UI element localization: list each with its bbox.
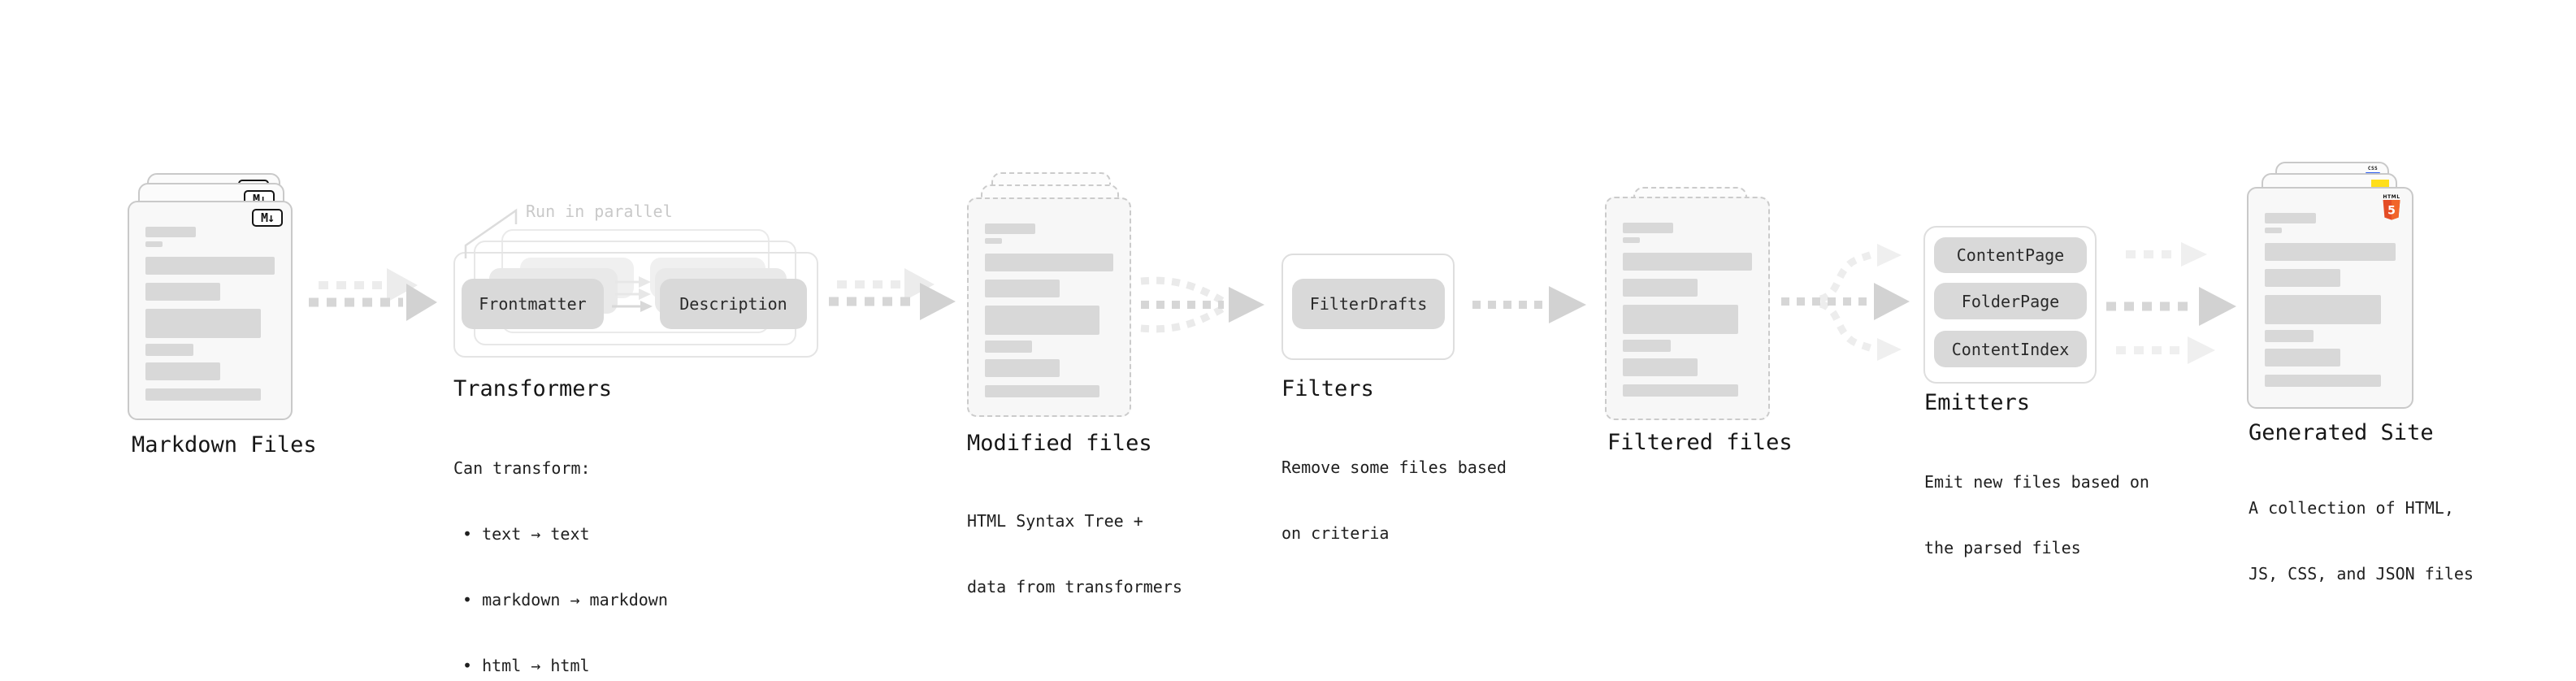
generated-site-title: Generated Site [2249,420,2434,445]
run-in-parallel-note: Run in parallel [526,202,673,221]
doc-text-bar [1623,223,1673,233]
doc-text-placeholder [2249,189,2412,387]
doc-text-bar [985,340,1033,353]
doc-text-bar [145,227,196,237]
modified-files-desc-line: data from transformers [967,577,1182,596]
arrow-filtered-to-emitters-fork [1781,244,1910,361]
transformers-bullet: • markdown → markdown [462,590,668,609]
contentindex-pill-label: ContentIndex [1951,339,2070,359]
filtered-files-title: Filtered files [1607,430,1793,455]
transformers-bullet: • text → text [462,524,590,544]
html5-icon-word: HTML [2383,194,2400,200]
doc-text-bar [985,238,1002,244]
html5-shield-icon: 5 [2383,200,2400,220]
doc-text-bar [145,344,193,356]
filterdrafts-pill: FilterDrafts [1292,279,1445,329]
doc-text-bar [2265,330,2314,342]
doc-text-bar [1623,358,1698,376]
doc-text-bar [2265,269,2341,287]
frontmatter-pill: Frontmatter [462,279,604,329]
folderpage-pill-label: FolderPage [1961,291,2060,311]
arrow-modified-to-filters-merge [1140,276,1264,333]
transformers-title: Transformers [453,376,613,401]
doc-text-bar [985,306,1099,335]
modified-files-title: Modified files [967,431,1152,456]
doc-text-bar [985,359,1060,377]
doc-text-bar [985,385,1099,397]
doc-text-bar [145,362,221,380]
doc-text-bar [2265,349,2341,367]
filterdrafts-pill-label: FilterDrafts [1309,294,1428,314]
transformers-bullet: • html → html [462,656,590,675]
doc-text-bar [145,241,163,247]
generated-site-description: A collection of HTML, JS, CSS, and JSON … [2249,453,2474,629]
generated-site-card-html: HTML 5 [2247,187,2413,409]
modified-files-desc-line: HTML Syntax Tree + [967,511,1143,531]
js-icon [2371,180,2389,189]
emitters-desc-line: the parsed files [1924,538,2081,557]
generated-site-desc-line: JS, CSS, and JSON files [2249,564,2474,583]
arrow-filters-to-filtered [1472,286,1586,323]
filters-desc-line: on criteria [1281,523,1390,543]
doc-text-bar [1623,340,1671,352]
doc-text-bar [145,283,221,301]
doc-text-bar [1623,384,1738,397]
css-icon-label: CSS [2367,166,2379,171]
filters-title: Filters [1281,376,1374,401]
generated-site-desc-line: A collection of HTML, [2249,498,2454,518]
filters-description: Remove some files based on criteria [1281,413,1507,588]
doc-text-bar [145,309,261,338]
emitters-title: Emitters [1924,390,2031,415]
doc-text-bar [1623,279,1698,297]
doc-text-bar [985,280,1060,297]
filtered-file-card-front [1605,197,1770,420]
description-pill: Description [660,279,807,329]
doc-text-bar [145,257,275,275]
html5-icon-number: 5 [2387,205,2396,218]
markdown-files-title: Markdown Files [132,432,317,458]
contentpage-pill: ContentPage [1934,237,2087,273]
doc-text-placeholder [129,202,291,401]
filters-desc-line: Remove some files based [1281,458,1507,477]
transformers-desc-heading: Can transform: [453,458,591,478]
description-pill-label: Description [679,294,787,314]
arrow-markdown-to-transformers [309,268,437,321]
doc-text-bar [2265,295,2382,324]
doc-text-bar [2265,375,2382,387]
markdown-file-card-front: M↓ [128,201,293,420]
markdown-icon-label: M↓ [260,210,275,225]
doc-text-bar [1623,237,1640,243]
doc-text-bar [2265,243,2396,261]
emitters-desc-line: Emit new files based on [1924,472,2149,492]
doc-text-bar [1623,253,1752,271]
doc-text-bar [145,388,261,401]
html5-icon: HTML 5 [2383,194,2400,226]
arrow-emitters-to-generated [2106,242,2236,364]
doc-text-bar [2265,213,2316,223]
doc-text-bar [985,254,1113,271]
modified-file-card-front [967,197,1131,417]
frontmatter-pill-label: Frontmatter [479,294,587,314]
doc-text-bar [985,223,1035,234]
doc-text-placeholder [1607,198,1768,397]
doc-text-bar [1623,305,1738,334]
contentpage-pill-label: ContentPage [1956,245,2065,265]
emitters-description: Emit new files based on the parsed files [1924,427,2149,603]
modified-files-description: HTML Syntax Tree + data from transformer… [967,466,1182,642]
doc-text-placeholder [969,199,1130,397]
contentindex-pill: ContentIndex [1934,331,2087,367]
doc-text-bar [2265,228,2282,233]
arrow-transformers-to-modified [829,268,956,320]
folderpage-pill: FolderPage [1934,283,2087,319]
transformers-description: Can transform: • text → text • markdown … [453,414,668,681]
markdown-icon: M↓ [252,209,283,227]
transformer-layer-front [453,252,818,358]
